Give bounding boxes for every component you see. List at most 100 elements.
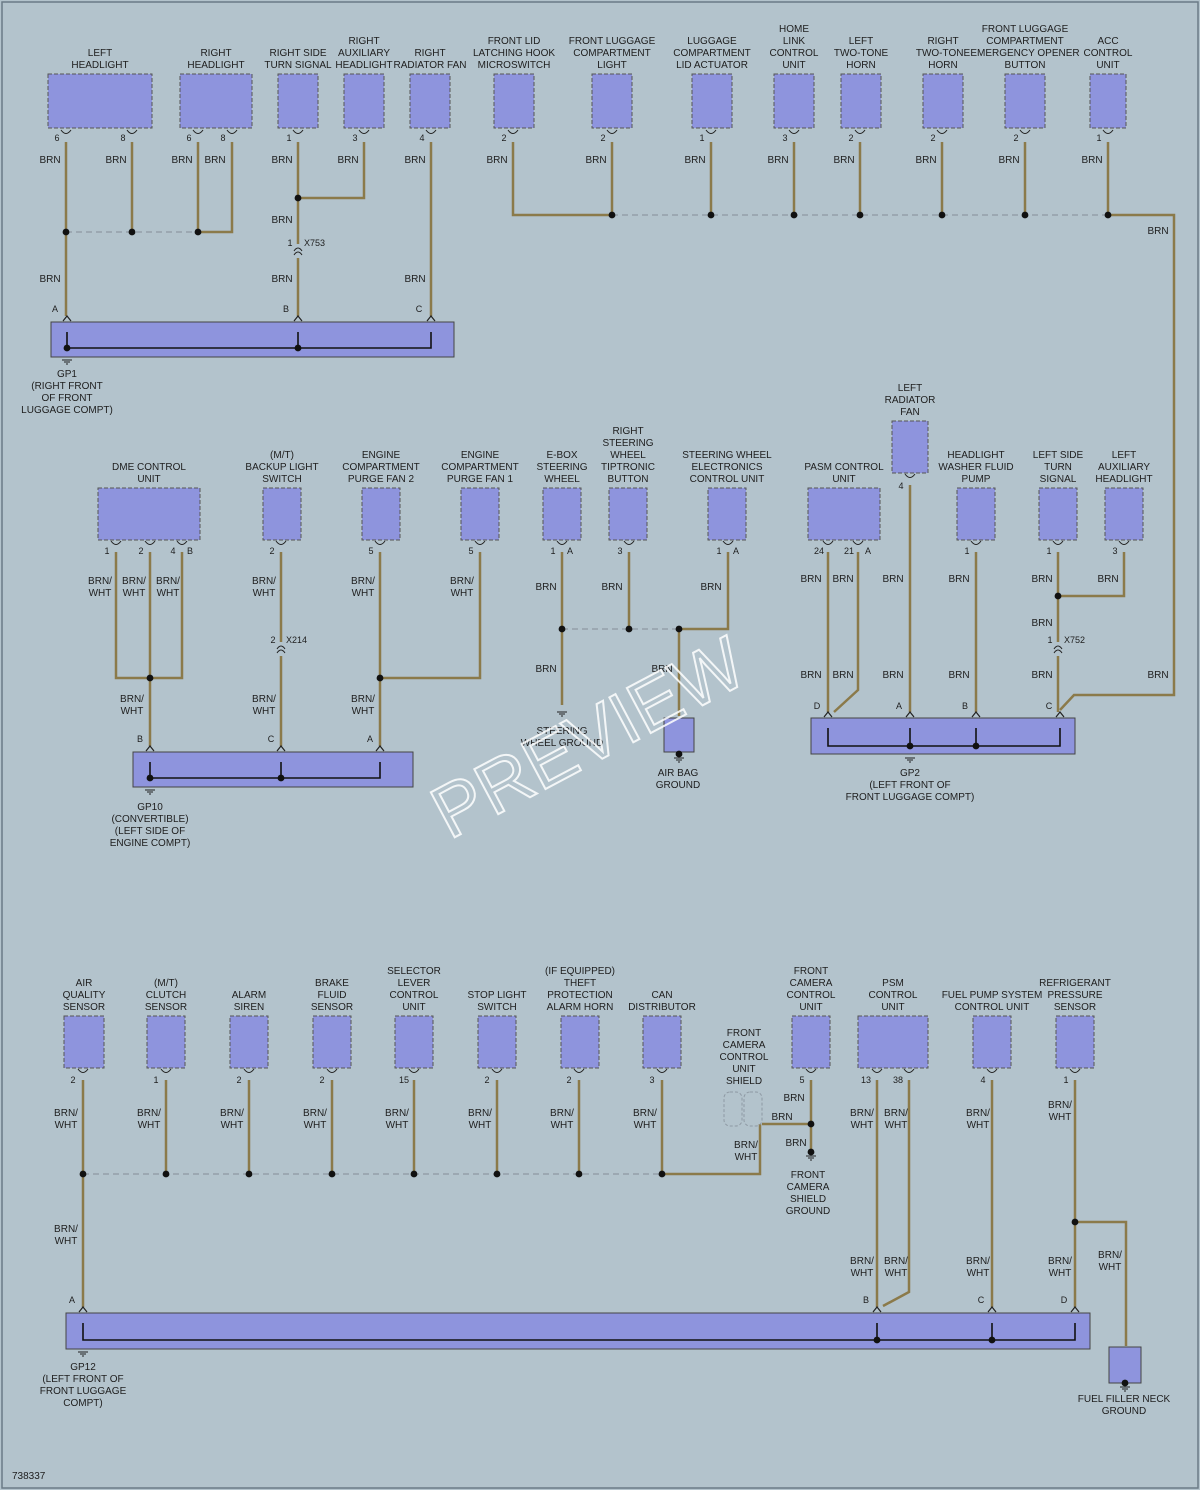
gp12-pin-3: D xyxy=(1061,1295,1068,1305)
pin-top-6: 4 xyxy=(419,133,424,143)
terminal-mid-3 xyxy=(275,540,287,545)
connector-x753-b xyxy=(293,251,303,256)
comp-pasm-control-unit-box xyxy=(807,487,881,541)
wire-color-label-s2b-2: BRN xyxy=(700,582,721,593)
gp2-pin-0: D xyxy=(814,701,821,711)
wire-right-aux-headlight xyxy=(298,142,366,200)
dot-sw-b xyxy=(625,625,633,633)
wire-sw-electronics xyxy=(679,552,730,631)
terminal-bottom-0 xyxy=(77,1068,89,1073)
wire-color-label-s1-5: BRN xyxy=(337,155,358,166)
wire-color-label-s3a-14: BRN/WHT xyxy=(850,1256,874,1279)
wire-color-label-s1-12: BRN xyxy=(915,155,936,166)
wire-color-label-s2a-8: BRN/WHT xyxy=(351,694,375,717)
gp12-receptacle-3 xyxy=(1070,1306,1080,1313)
gp12-receptacle-2 xyxy=(987,1306,997,1313)
comp-right-two-tone-horn-box xyxy=(922,73,964,129)
pin-top-12: 2 xyxy=(930,133,935,143)
gp1-junction-b xyxy=(294,344,302,352)
gp1-receptacle-1 xyxy=(293,315,303,322)
pin-top-3: 8 xyxy=(220,133,225,143)
pin-bottom-7: 3 xyxy=(649,1075,654,1085)
gp2-receptacle-3 xyxy=(1055,711,1065,718)
wire-color-label-s3a-10: BRN/WHT xyxy=(850,1108,874,1131)
pin-mid-7: 3 xyxy=(617,546,622,556)
wire-color-label-s2b-16: BRN xyxy=(1031,670,1052,681)
terminal-mid-9 xyxy=(822,540,834,545)
dot-bottom-3 xyxy=(328,1170,336,1178)
gp12-junction-b xyxy=(988,1336,996,1344)
gp12-pin-0: A xyxy=(69,1295,75,1305)
pin-letter-mid-0: B xyxy=(187,546,193,556)
gp10-receptacle-1 xyxy=(276,745,286,752)
terminal-top-2 xyxy=(192,129,204,134)
pin-mid-11: 1 xyxy=(964,546,969,556)
comp-right-auxiliary-headlight-box xyxy=(343,73,385,129)
ground-bar-layer xyxy=(50,321,1142,1384)
wire-left-aux-headlight xyxy=(1058,552,1126,598)
gp2-receptacle-2 xyxy=(971,711,981,718)
terminal-mid-0 xyxy=(110,540,122,545)
pin-mid-9: 24 xyxy=(814,546,824,556)
wire-color-label-s2b-9: BRN xyxy=(1031,574,1052,585)
wire-color-label-s1-11: BRN xyxy=(833,155,854,166)
dot-bottom-0 xyxy=(79,1170,87,1178)
wire-color-label-s1-16: BRN xyxy=(39,274,60,285)
wire-color-label-s3a-7: BRN/WHT xyxy=(633,1108,657,1131)
wire-color-label-s1-3: BRN xyxy=(204,155,225,166)
pin-bottom-3: 2 xyxy=(319,1075,324,1085)
wire-color-label-s1-15: BRN xyxy=(271,215,292,226)
pin-psm-38: 38 xyxy=(893,1075,903,1085)
dot-s1-d xyxy=(294,194,302,202)
terminal-mid-1 xyxy=(144,540,156,545)
terminal-bottom-1 xyxy=(160,1068,172,1073)
comp-acc-control-unit-box xyxy=(1089,73,1127,129)
terminal-bottom-4 xyxy=(408,1068,420,1073)
gp1-pin-1: B xyxy=(283,304,289,314)
pin-bottom-4: 15 xyxy=(399,1075,409,1085)
connector-x752-b xyxy=(1053,649,1063,654)
comp-front-luggage-compartment-emergency-opener-button-box xyxy=(1004,73,1046,129)
comp-engine-compartment-purge-fan-2-box xyxy=(361,487,401,541)
wire-color-label-s3a-8: BRN/WHT xyxy=(734,1140,758,1163)
pin-mid-10: 21 xyxy=(844,546,854,556)
terminal-mid-5 xyxy=(474,540,486,545)
wire-color-label-s3a-6: BRN/WHT xyxy=(550,1108,574,1131)
gp2-junction-a xyxy=(906,742,914,750)
wire-color-label-s2b-11: BRN xyxy=(1031,618,1052,629)
pin-top-10: 3 xyxy=(782,133,787,143)
terminal-top-1 xyxy=(126,129,138,134)
terminal-mid-13 xyxy=(1118,540,1130,545)
terminal-top-5 xyxy=(358,129,370,134)
connector-x753-a xyxy=(293,247,303,252)
wire-color-label-s1-19: BRN xyxy=(1147,226,1168,237)
wire-color-label-s1-4: BRN xyxy=(271,155,292,166)
wire-color-label-s2a-6: BRN/WHT xyxy=(120,694,144,717)
comp-steering-wheel-electronics-control-unit-box xyxy=(707,487,747,541)
dot-purge-splice xyxy=(376,674,384,682)
pin-top-0: 6 xyxy=(54,133,59,143)
pin-letter-mid-1: A xyxy=(567,546,573,556)
pin-mid-8: 1 xyxy=(716,546,721,556)
terminal-top-7 xyxy=(507,129,519,134)
pin-bottom-0: 2 xyxy=(70,1075,75,1085)
pin-mid-1: 2 xyxy=(138,546,143,556)
connector-x214-b xyxy=(276,649,286,654)
wire-color-label-s1-17: BRN xyxy=(271,274,292,285)
pin-mid-5: 5 xyxy=(468,546,473,556)
gp10-receptacle-0 xyxy=(145,745,155,752)
label-x752: X752 xyxy=(1064,635,1085,645)
gp10-junction-b xyxy=(277,774,285,782)
wire-color-label-s1-14: BRN xyxy=(1081,155,1102,166)
comp-bottom-0-box xyxy=(63,1015,105,1069)
